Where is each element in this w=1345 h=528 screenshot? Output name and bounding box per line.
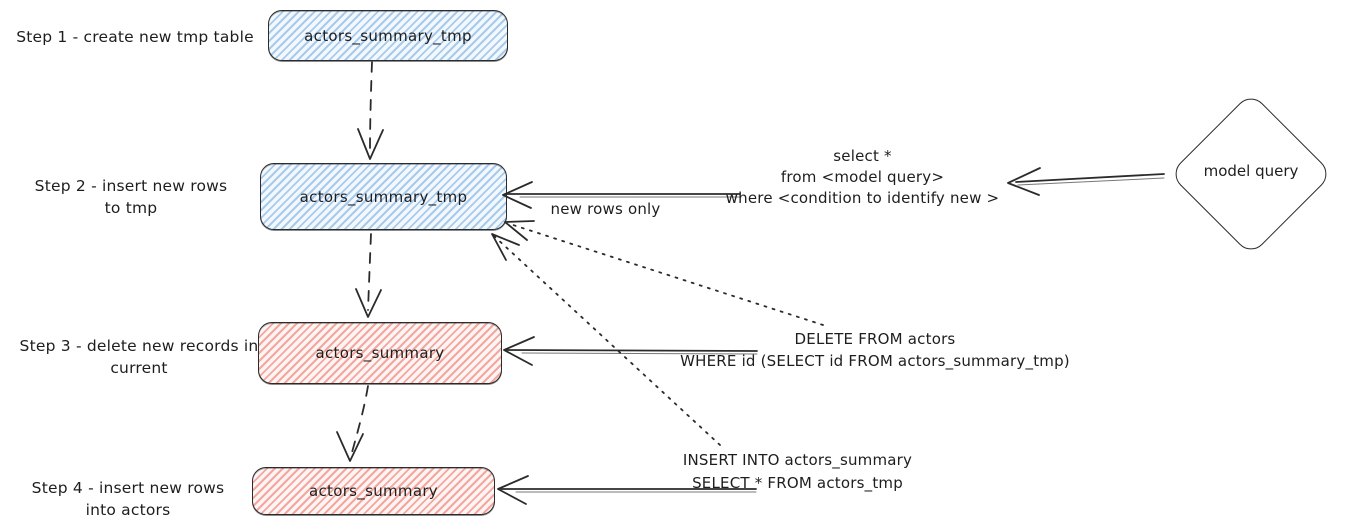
step1-label-line: Step 1 - create new tmp table bbox=[16, 28, 254, 46]
dashed-arrow-step3-to-step4 bbox=[336, 385, 369, 462]
arrow-diamond-to-select-query bbox=[1007, 167, 1165, 196]
annotation-select-query: select * from <model query> where <condi… bbox=[700, 146, 1025, 209]
step2-label-line: Step 2 - insert new rows bbox=[34, 177, 228, 195]
node-label: actors_summary_tmp bbox=[299, 187, 468, 206]
step3-label-line: Step 3 - delete new records in bbox=[19, 337, 259, 355]
step2-label-line: to tmp bbox=[104, 199, 158, 217]
node-actors-summary-tmp-step2: actors_summary_tmp bbox=[260, 163, 507, 230]
step4-label-line: Step 4 - insert new rows bbox=[31, 479, 225, 497]
step4-label-line: into actors bbox=[85, 501, 171, 519]
step3-label: Step 3 - delete new records in current bbox=[8, 335, 270, 379]
select-query-line: select * bbox=[833, 147, 892, 165]
node-label: actors_summary bbox=[309, 482, 438, 500]
step1-label: Step 1 - create new tmp table bbox=[10, 26, 260, 48]
insert-query-line: SELECT * FROM actors_tmp bbox=[692, 474, 903, 492]
node-label: actors_summary_tmp bbox=[304, 26, 472, 45]
node-actors-summary-step3: actors_summary bbox=[258, 322, 502, 384]
dashed-arrow-step2-to-step3 bbox=[355, 233, 382, 318]
select-query-line: from <model query> bbox=[780, 168, 945, 186]
insert-query-line: INSERT INTO actors_summary bbox=[682, 451, 913, 469]
annotation-delete-query: DELETE FROM actors WHERE id (SELECT id F… bbox=[672, 328, 1078, 372]
delete-query-line: WHERE id (SELECT id FROM actors_summary_… bbox=[680, 352, 1070, 370]
node-actors-summary-step4: actors_summary bbox=[252, 467, 495, 515]
step2-label: Step 2 - insert new rows to tmp bbox=[20, 175, 242, 219]
select-query-line: where <condition to identify new > bbox=[725, 189, 1000, 207]
step3-label-line: current bbox=[110, 359, 168, 377]
dotted-ref-delete-query-to-tmp-node bbox=[504, 220, 824, 326]
node-actors-summary-tmp-step1: actors_summary_tmp bbox=[268, 10, 508, 61]
delete-query-line: DELETE FROM actors bbox=[794, 330, 956, 348]
node-label: actors_summary bbox=[315, 344, 445, 362]
annotation-new-rows-only: new rows only bbox=[550, 200, 661, 218]
dashed-arrow-step1-to-step2 bbox=[357, 61, 384, 160]
step4-label: Step 4 - insert new rows into actors bbox=[18, 477, 238, 521]
annotation-insert-query: INSERT INTO actors_summary SELECT * FROM… bbox=[600, 449, 995, 495]
model-query-label: model query bbox=[1203, 162, 1299, 180]
